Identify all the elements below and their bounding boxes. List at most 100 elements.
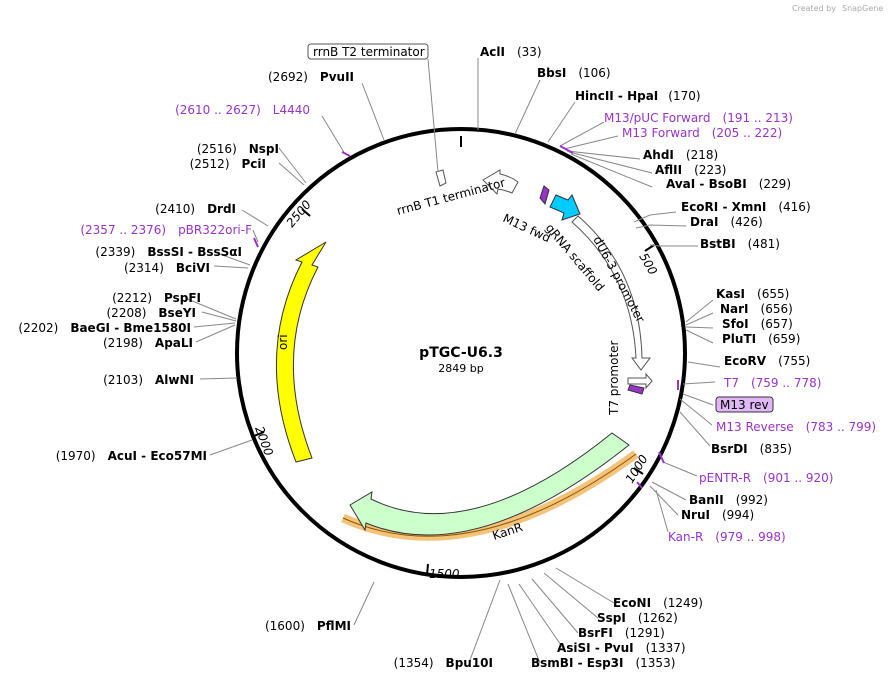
enzyme-pos: (223) — [694, 163, 726, 177]
kanr-highlight-line — [342, 453, 637, 537]
svg-text:SfoI(657): SfoI (657) — [722, 317, 793, 331]
rrnb-t1-label: rrnB T1 terminator — [395, 175, 507, 217]
enzyme-pos: (426) — [730, 215, 762, 229]
enzyme-pos: (1291) — [625, 626, 665, 640]
tick-500: 500 — [636, 251, 660, 278]
svg-text:NarI(656): NarI (656) — [720, 302, 793, 316]
svg-text:AflII(223): AflII(223) — [655, 163, 726, 177]
enzyme-name: PciI — [242, 157, 267, 171]
enzyme-pos: (2103) — [103, 373, 143, 387]
enzyme-pos: (2208) — [107, 306, 147, 320]
right-leaders — [477, 58, 721, 664]
rrnb-t2-label: rrnB T2 terminator — [313, 45, 425, 59]
enzyme-name: AclI — [480, 45, 505, 59]
enzyme-name: BsrDI — [711, 442, 748, 456]
svg-text:(2410)DrdI: (2410)DrdI — [155, 202, 236, 216]
svg-text:(2357 .. 2376)pBR322ori-F: (2357 .. 2376)pBR322ori-F — [80, 223, 252, 237]
svg-text:Kan-R(979 .. 998): Kan-R(979 .. 998) — [668, 530, 786, 544]
svg-text:(2314)BciVI: (2314) BciVI — [124, 261, 210, 275]
enzyme-name: BciVI — [176, 261, 210, 275]
enzyme-name: PflMI — [317, 619, 351, 633]
left-leaders — [184, 82, 501, 661]
enzyme-name: BanII — [689, 493, 724, 507]
enzyme-pos: (1354) — [394, 656, 434, 670]
backbone-circle — [235, 127, 687, 579]
m13-rev-box[interactable] — [715, 396, 774, 413]
svg-text:BsrFI(1291): BsrFI(1291) — [578, 626, 665, 640]
left-enzyme-labels: (2692)PvuII (2516) NspI (2512) PciI (2410)… — [18, 70, 493, 670]
enzyme-pos: (2516) — [197, 142, 237, 156]
enzyme-name: AcuI - Eco57MI — [108, 449, 207, 463]
enzyme-pos: (2212) — [112, 291, 152, 305]
enzyme-pos: (1262) — [638, 611, 678, 625]
enzyme-name: DrdI — [207, 202, 236, 216]
svg-text:AvaI - BsoBI(229): AvaI - BsoBI(229) — [666, 177, 791, 191]
svg-text:(1354)Bpu10I: (1354)Bpu10I — [394, 656, 493, 670]
t7-promoter-arrow[interactable] — [627, 372, 653, 390]
primer-name: L4440 — [273, 103, 310, 117]
enzyme-pos: (1353) — [635, 656, 675, 670]
enzyme-pos: (1600) — [265, 619, 305, 633]
t7-promoter-label: T7 promoter — [607, 340, 621, 416]
svg-text:pENTR-R(901 .. 920): pENTR-R(901 .. 920) — [699, 471, 833, 485]
right-primer-labels: M13/pUC Forward(191 .. 213) M13 Forward(… — [604, 111, 876, 544]
enzyme-name: PluTI — [722, 332, 756, 346]
enzyme-pos: (992) — [736, 493, 768, 507]
svg-text:(2208)BseYI: (2208)BseYI — [107, 306, 197, 320]
primer-pos: (191 .. 213) — [723, 111, 793, 125]
svg-text:EcoNI(1249): EcoNI(1249) — [613, 596, 703, 610]
primer-pos: (901 .. 920) — [763, 471, 833, 485]
right-enzyme-labels: AclI(33) BbsI(106) HincII - HpaI(170) Ah… — [480, 45, 811, 670]
m13-fwd-primer-mark[interactable] — [539, 185, 550, 206]
enzyme-pos: (481) — [748, 237, 780, 251]
rrnb-t2-mark[interactable] — [435, 169, 447, 187]
grna-scaffold-arrow[interactable] — [549, 194, 581, 221]
ori-arrow[interactable] — [275, 241, 327, 463]
enzyme-pos: (170) — [668, 89, 700, 103]
svg-text:BsrDI(835): BsrDI (835) — [711, 442, 792, 456]
primer-pos: (205 .. 222) — [712, 126, 782, 140]
enzyme-pos: (2314) — [124, 261, 164, 275]
svg-text:(2692)PvuII: (2692)PvuII — [268, 70, 354, 84]
created-by-text: Created by — [792, 4, 836, 13]
enzyme-name: SfoI — [722, 317, 749, 331]
svg-text:DraI(426): DraI(426) — [690, 215, 763, 229]
enzyme-pos: (2512) — [190, 157, 230, 171]
m13-fwd-label: M13 fwd — [501, 211, 553, 245]
enzyme-pos: (218) — [686, 148, 718, 162]
svg-text:KasI(655): KasI(655) — [716, 287, 789, 301]
enzyme-pos: (655) — [757, 287, 789, 301]
svg-text:EcoRV(755): EcoRV(755) — [724, 354, 810, 368]
svg-text:M13 Forward(205 .. 222): M13 Forward(205 .. 222) — [622, 126, 782, 140]
enzyme-pos: (1249) — [663, 596, 703, 610]
svg-text:BstBI(481): BstBI(481) — [700, 237, 780, 251]
svg-text:BanII(992): BanII (992) — [689, 493, 768, 507]
enzyme-pos: (656) — [761, 302, 793, 316]
kanr-arrow[interactable] — [349, 432, 630, 536]
m13-rev-primer-mark[interactable] — [627, 384, 645, 395]
snapgene-logo-text: SnapGene — [842, 4, 883, 13]
svg-text:(2339)BssSI - BssSαI: (2339)BssSI - BssSαI — [95, 245, 242, 259]
enzyme-name: EcoRV — [724, 354, 767, 368]
enzyme-pos: (994) — [722, 508, 754, 522]
rrnb-t2-leader — [427, 58, 439, 173]
primer-pos: (783 .. 799) — [806, 420, 876, 434]
enzyme-pos: (657) — [761, 317, 793, 331]
enzyme-name: NspI — [249, 142, 279, 156]
enzyme-name: NarI — [720, 302, 749, 316]
svg-text:(2198)ApaLI: (2198)ApaLI — [103, 336, 193, 350]
enzyme-name: AvaI - BsoBI — [666, 177, 747, 191]
rrnb-t2-box[interactable] — [307, 43, 429, 60]
svg-text:EcoRI - XmnI(416): EcoRI - XmnI(416) — [681, 200, 811, 214]
enzyme-pos: (416) — [778, 200, 810, 214]
enzyme-pos: (835) — [760, 442, 792, 456]
rrnb-t1-arrow[interactable] — [482, 169, 519, 196]
svg-text:PluTI(659): PluTI(659) — [722, 332, 800, 346]
enzyme-pos: (1337) — [646, 641, 686, 655]
svg-text:BbsI(106): BbsI(106) — [537, 66, 611, 80]
du6-promoter-arrow[interactable] — [571, 215, 651, 371]
enzyme-pos: (2202) — [18, 321, 58, 335]
enzyme-name: PspFI — [164, 291, 201, 305]
svg-text:(1970)AcuI - Eco57MI: (1970)AcuI - Eco57MI — [56, 449, 207, 463]
svg-text:NruI(994): NruI(994) — [681, 508, 754, 522]
